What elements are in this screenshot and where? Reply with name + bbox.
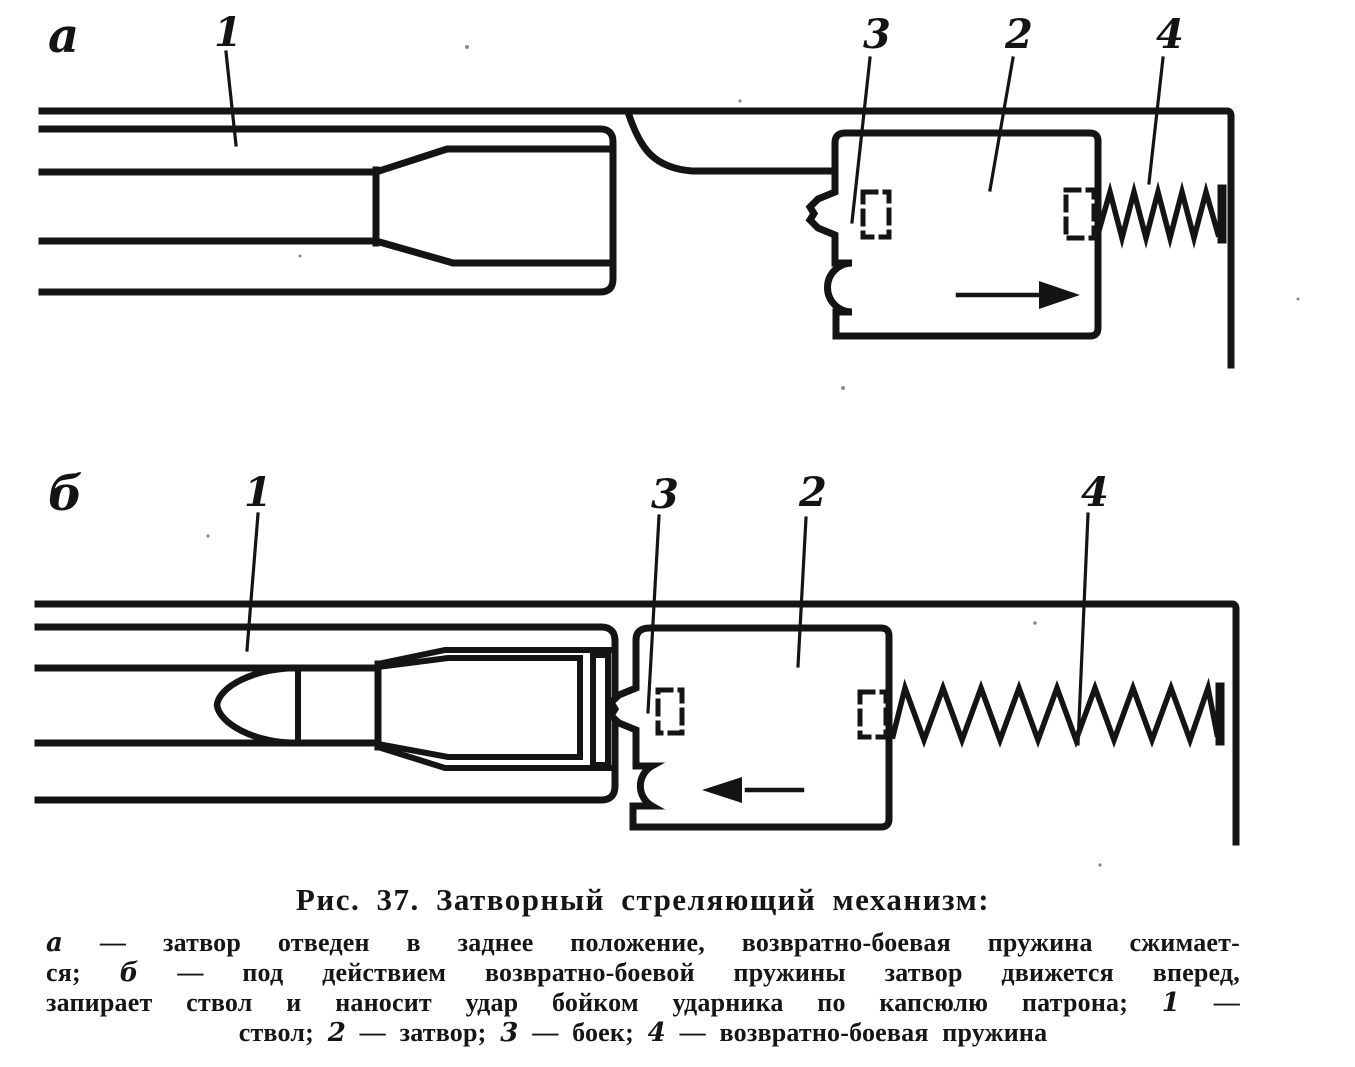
caption-line1-text: — затвор отведен в заднее положение, воз…: [63, 928, 1240, 957]
caption-line4-p1: — затвор;: [345, 1018, 501, 1047]
leader-2-a: [988, 56, 1015, 192]
callout-2-b: 2: [798, 469, 827, 516]
caption-line2-em: б: [119, 958, 139, 988]
leader-1-b: [245, 512, 260, 652]
chamber-top-a: [371, 145, 614, 177]
caption-line3-text: запирает ствол и наносит удар бойком уда…: [46, 988, 1162, 1017]
caption-line-3: запирает ствол и наносит удар бойком уда…: [46, 988, 1240, 1018]
motion-arrow-head-a: [1039, 281, 1080, 309]
callout-3-a: 3: [863, 11, 891, 58]
callout-4-a: 4: [1156, 11, 1184, 58]
ejection-port-curve-a: [623, 107, 837, 175]
figure-title: Рис. 37. Затворный стреляющий механизм:: [295, 882, 991, 917]
chamber-bottom-a: [371, 236, 614, 267]
cartridge-rim-b: [590, 652, 611, 768]
cartridge-case-b: [374, 655, 583, 760]
leader-2-b: [796, 516, 808, 668]
leader-3-a: [850, 56, 872, 224]
motion-arrow-head-b: [702, 777, 742, 803]
caption-line1-em: а: [46, 928, 64, 958]
callout-3-b: 3: [651, 471, 679, 518]
receiver-top-and-wall-a: [38, 107, 1235, 369]
caption-line4-e1: 2: [327, 1018, 346, 1048]
callout-2-a: 2: [1004, 11, 1033, 58]
caption-line4-p3: — возвратно-боевая пружина: [665, 1018, 1048, 1047]
chamber-top-b: [374, 647, 615, 668]
leader-4-b: [1076, 512, 1090, 746]
bolt-body-a: [805, 129, 1102, 340]
spring-dashed-seat-a: [1063, 187, 1097, 241]
panel-a-drawing: [38, 50, 1235, 369]
leader-3-b: [646, 514, 661, 714]
recoil-spring-a: [1094, 181, 1222, 249]
figure-caption: Рис. 37. Затворный стреляющий механизм: …: [46, 882, 1240, 1048]
panel-b-label: б: [48, 466, 83, 522]
spring-dashed-seat-b: [857, 689, 889, 740]
caption-line-2: ся; б — под действием возвратно-боевой п…: [46, 958, 1240, 988]
receiver-top-and-wall-b: [34, 600, 1240, 846]
barrel-outline-a: [38, 125, 617, 296]
panel-b-drawing: [34, 512, 1240, 846]
caption-line2-text: — под действием возвратно-боевой пружины…: [138, 958, 1240, 987]
firing-pin-dashed-hole-b: [655, 687, 685, 736]
caption-line4-p2: — боек;: [518, 1018, 648, 1047]
caption-line4-e2: 3: [500, 1018, 519, 1048]
bolt-body-b: [606, 624, 893, 831]
callout-1-b: 1: [244, 469, 272, 516]
bullet-nose-b: [213, 664, 302, 747]
leader-4-a: [1147, 56, 1165, 185]
leader-1-a: [224, 50, 238, 147]
caption-line-4: ствол; 2 — затвор; 3 — боек; 4 — возврат…: [46, 1018, 1240, 1048]
caption-line4-e3: 4: [647, 1018, 666, 1048]
firing-pin-dashed-hole-a: [860, 189, 892, 240]
mechanism-diagram: а 1 3 2 4 б 1 3 2 4: [34, 8, 1300, 867]
panel-a-label: а: [48, 8, 79, 64]
caption-line4-p0: ствол;: [238, 1018, 328, 1047]
recoil-spring-b: [889, 677, 1221, 749]
caption-line2-pre: ся;: [46, 958, 120, 987]
caption-line3-em: 1: [1161, 988, 1181, 1018]
callout-4-b: 4: [1081, 469, 1109, 516]
chamber-bottom-b: [374, 743, 615, 771]
scan-speckles: [206, 45, 1300, 867]
caption-line-1: а — затвор отведен в заднее положение, в…: [46, 928, 1240, 958]
callout-1-a: 1: [214, 9, 242, 56]
caption-line3-post: —: [1180, 988, 1240, 1017]
